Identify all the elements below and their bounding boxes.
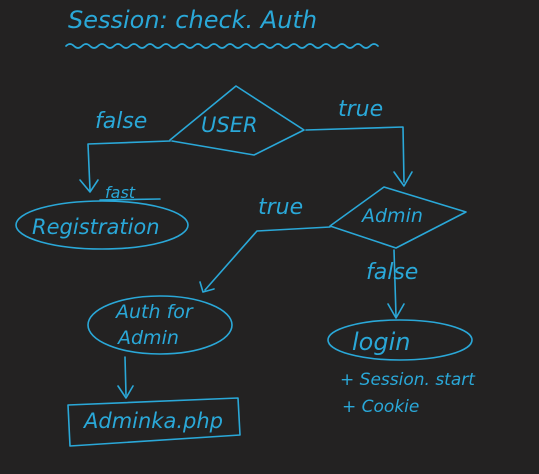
login-node-label: login: [352, 328, 410, 356]
edge-user-true: [305, 126, 405, 183]
note-cookie: + Cookie: [342, 397, 419, 417]
edge-label-fast: fast: [105, 183, 136, 202]
note-session-start: + Session. start: [340, 370, 476, 390]
adminka-node: [67, 397, 241, 447]
diagram-title: Session: check. Auth: [68, 6, 317, 34]
edge-label-admin-false: false: [366, 260, 418, 285]
edge-label-admin-true: true: [258, 195, 303, 220]
edge-user-false-arrowhead: [79, 179, 99, 193]
admin-decision-diamond: [329, 186, 467, 249]
fast-underline: [99, 198, 161, 201]
edge-user-false: [87, 140, 171, 191]
user-node-label: USER: [201, 113, 258, 137]
edge-label-user-false: false: [95, 109, 147, 134]
adminka-node-label: Adminka.php: [82, 409, 223, 433]
edge-admin-true-arrowhead: [199, 281, 215, 293]
edge-auth-to-adminka-arrowhead: [117, 385, 134, 399]
title-underline: [65, 43, 379, 49]
edge-admin-false-arrowhead: [387, 303, 405, 319]
edge-auth-to-adminka: [124, 356, 127, 396]
auth-for-admin-label-line1: Auth for: [114, 301, 194, 323]
edge-label-user-true: true: [338, 97, 383, 122]
user-decision-diamond: [169, 85, 305, 156]
registration-node: [15, 200, 189, 250]
registration-node-label: Registration: [32, 215, 160, 239]
edge-admin-false: [393, 249, 397, 317]
admin-node-label: Admin: [360, 205, 423, 227]
auth-for-admin-node: [87, 295, 233, 355]
login-node: [327, 319, 473, 361]
edge-user-true-arrowhead: [393, 171, 413, 187]
edge-admin-true: [204, 226, 331, 291]
auth-for-admin-label-line2: Admin: [116, 327, 179, 349]
